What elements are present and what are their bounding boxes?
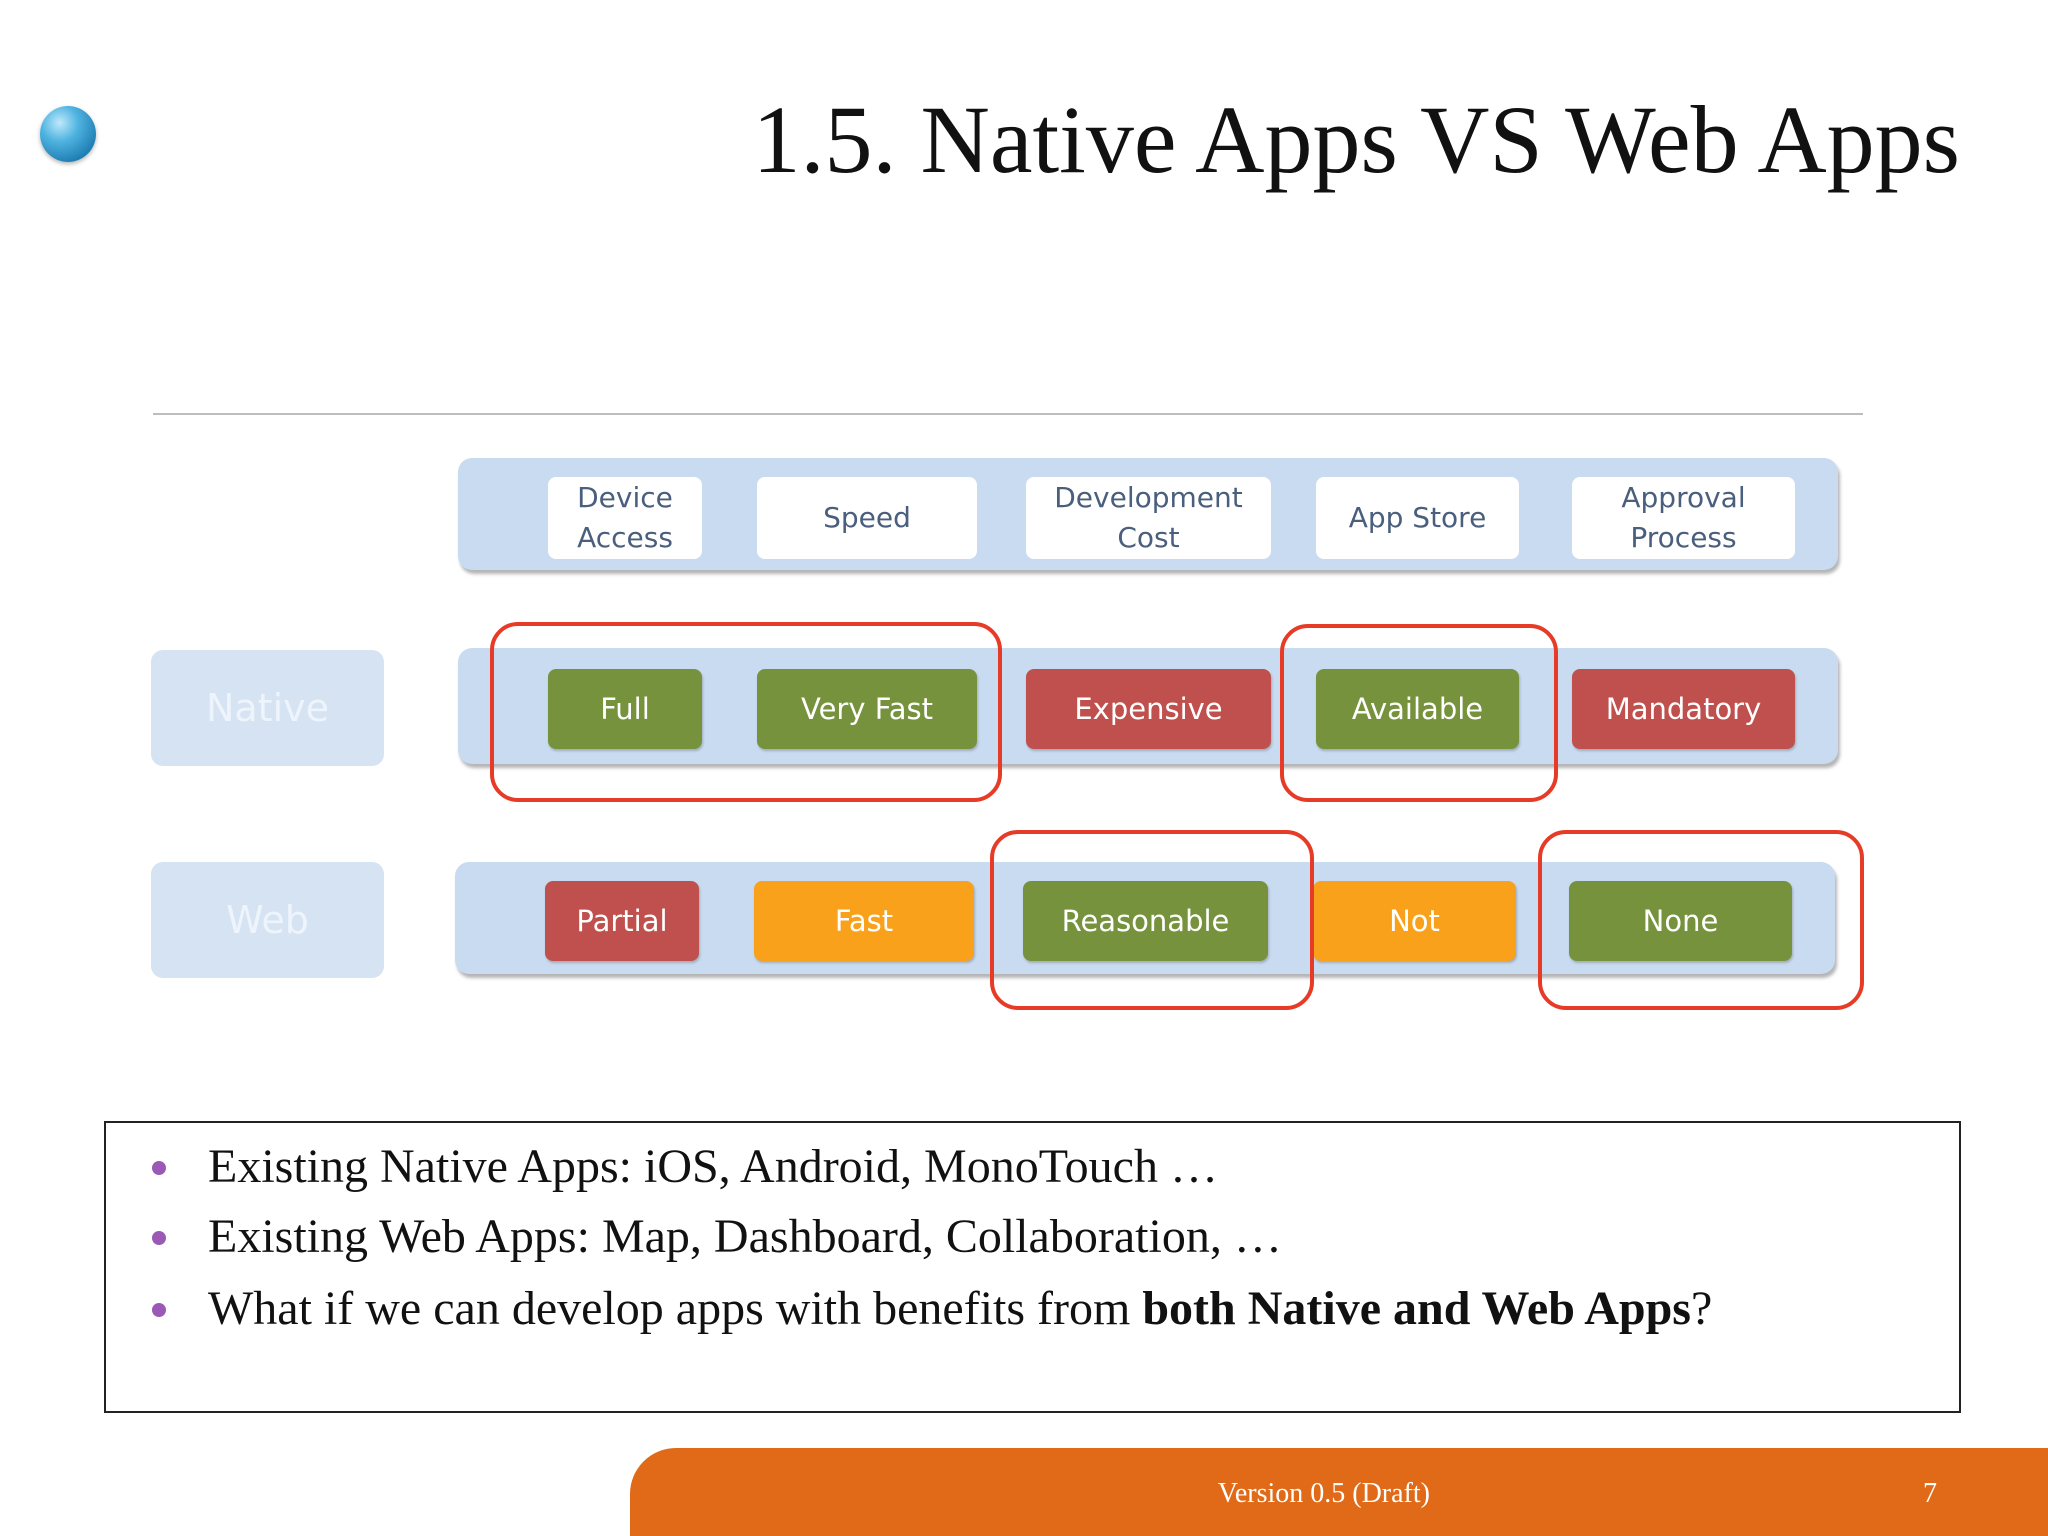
bullet-bold-text: both Native and Web Apps [1142,1282,1691,1335]
bullet-text: What if we can develop apps with benefit… [208,1282,1143,1335]
footer-bar [630,1448,2048,1536]
web-speed-cell: Fast [754,881,974,961]
header-development-cost: Development Cost [1026,477,1271,559]
row-label-native: Native [151,650,384,766]
bullet-dot-icon [152,1303,166,1317]
highlight-web-development-cost [990,830,1314,1010]
page-number: 7 [1923,1478,1937,1509]
orb-bullet-icon [40,106,96,162]
web-app-store-cell: Not [1313,881,1516,961]
highlight-web-approval-process [1538,830,1864,1010]
divider-line [153,413,1863,415]
header-app-store: App Store [1316,477,1519,559]
header-speed: Speed [757,477,977,559]
native-development-cost-cell: Expensive [1026,669,1271,749]
header-device-access: Device Access [548,477,702,559]
row-label-web: Web [151,862,384,978]
footer-version: Version 0.5 (Draft) [1217,1478,1430,1509]
native-approval-process-cell: Mandatory [1572,669,1795,749]
notes-textbox: Existing Native Apps: iOS, Android, Mono… [104,1121,1961,1413]
highlight-native-access-speed [490,622,1002,802]
highlight-native-app-store [1280,624,1558,802]
native-app-store-cell: Available [1316,669,1519,749]
bullet-text-end: ? [1690,1282,1713,1335]
web-approval-process-cell: None [1569,881,1792,961]
native-speed-cell: Very Fast [757,669,977,749]
slide-title: 1.5. Native Apps VS Web Apps [752,86,1960,193]
native-device-access-cell: Full [548,669,702,749]
web-device-access-cell: Partial [545,881,699,961]
web-development-cost-cell: Reasonable [1023,881,1268,961]
header-approval-process: Approval Process [1572,477,1795,559]
bullet-dot-icon [152,1231,166,1245]
bullet-dot-icon [152,1161,166,1175]
